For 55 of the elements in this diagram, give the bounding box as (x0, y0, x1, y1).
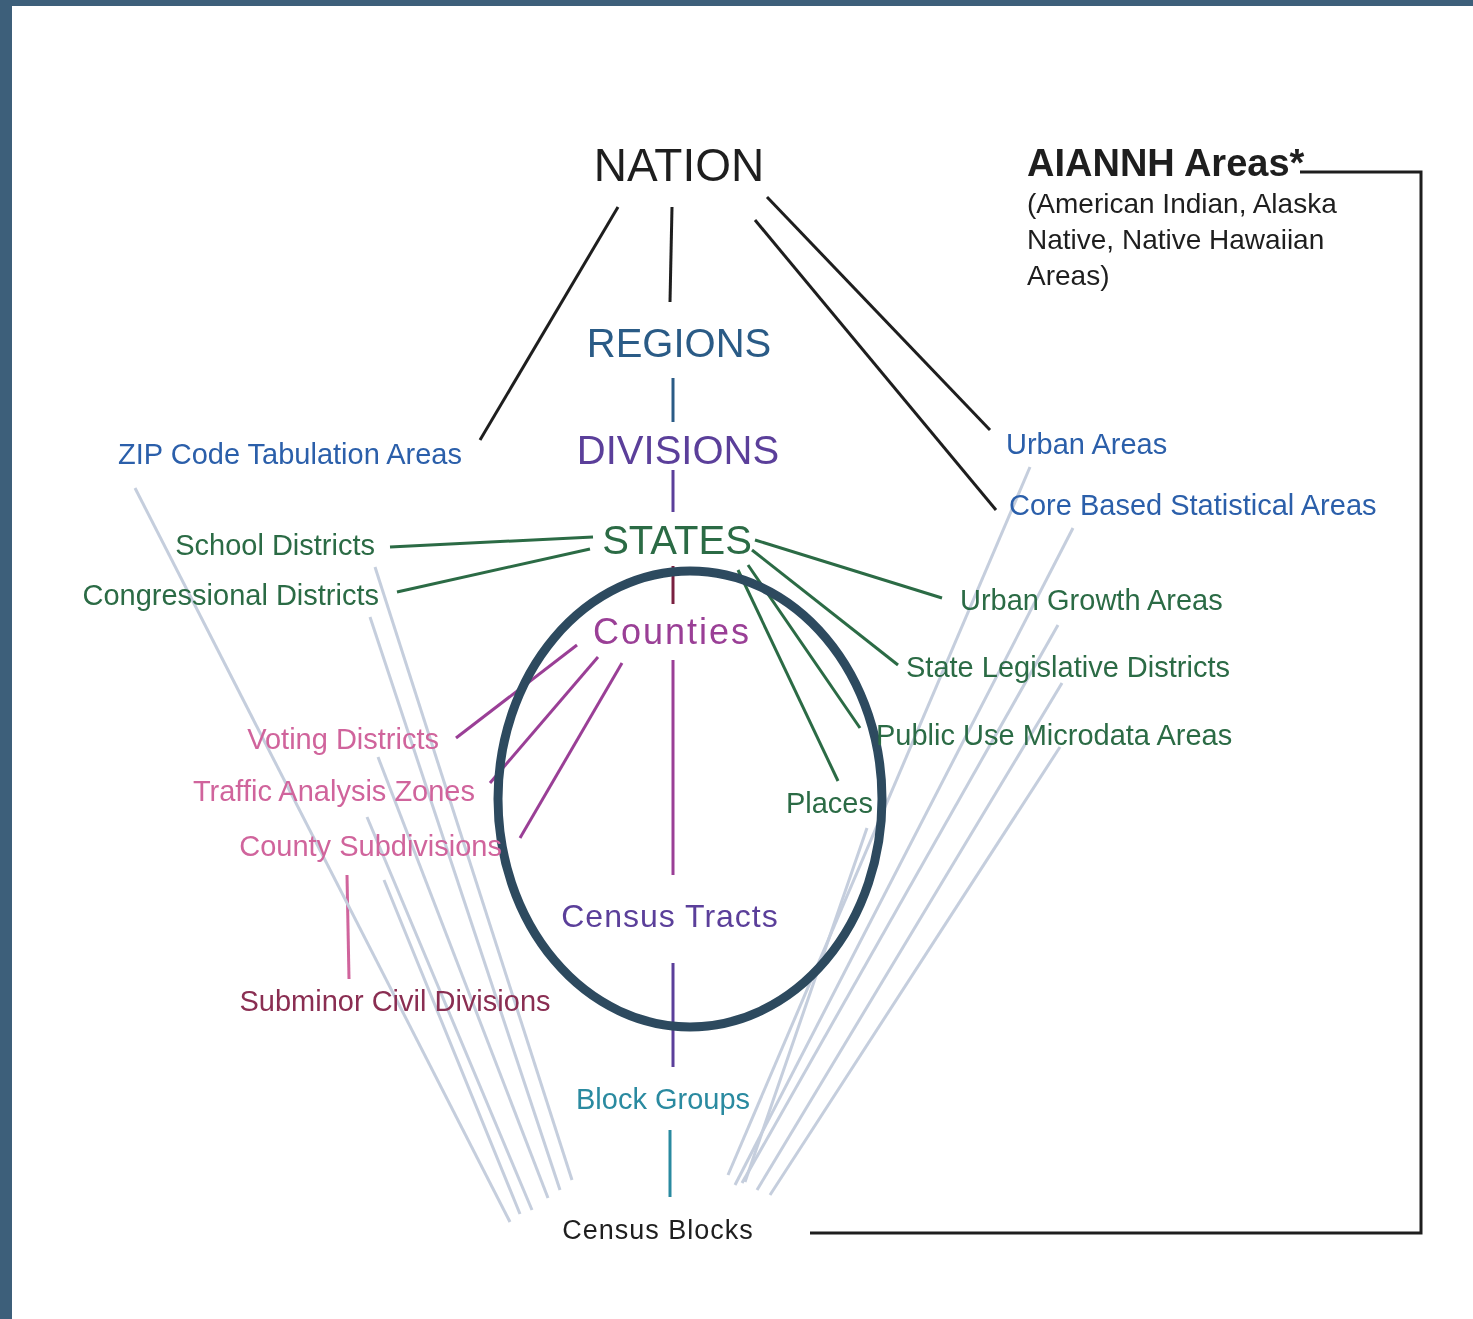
connector-line (736, 569, 840, 782)
level-label: Voting Districts (247, 723, 439, 757)
note-heading: AIANNH Areas* (1027, 142, 1306, 186)
connector-line (753, 219, 998, 511)
level-label: Counties (592, 611, 752, 653)
level-label: Census Blocks (562, 1215, 754, 1247)
level-label: Places (785, 787, 873, 821)
level-label: Subminor Civil Divisions (239, 985, 551, 1019)
level-label: NATION (593, 138, 765, 192)
connector-line (389, 535, 594, 549)
connector-line (373, 566, 574, 1181)
connector-line (455, 643, 578, 740)
connector-line (768, 746, 1062, 1196)
connector-line (133, 487, 512, 1223)
level-label: Urban Areas (1006, 428, 1168, 462)
connector-line (671, 660, 675, 875)
connector-line (668, 206, 674, 303)
connector-line (754, 538, 943, 600)
level-label: Core Based Statistical Areas (1009, 489, 1377, 523)
note-text: (American Indian, Alaska Native, Native Hawaiian Areas) (1027, 186, 1338, 293)
level-label: STATES (602, 517, 752, 563)
level-label: Urban Growth Areas (960, 584, 1223, 618)
level-label: State Legislative Districts (906, 651, 1230, 685)
connector-line (382, 879, 522, 1215)
level-label: ZIP Code Tabulation Areas (118, 438, 462, 472)
level-label: DIVISIONS (576, 427, 780, 473)
connector-line (671, 378, 675, 422)
connector-line (733, 527, 1075, 1186)
connector-line (765, 195, 992, 432)
connector-line (365, 816, 534, 1211)
connector-line (740, 624, 1060, 1184)
level-label: Block Groups (575, 1083, 751, 1117)
level-label: Public Use Microdata Areas (876, 719, 1233, 753)
connector-line (755, 682, 1064, 1191)
connector-line (726, 466, 1032, 1176)
connector-line (746, 564, 862, 729)
connector-line (671, 963, 675, 1067)
level-label: Congressional Districts (82, 579, 379, 613)
level-label: School Districts (175, 529, 375, 563)
connector-line (478, 206, 620, 441)
connector-line (751, 548, 899, 667)
level-label: REGIONS (586, 320, 772, 366)
connector-line (810, 170, 1423, 1235)
connector-line (671, 566, 675, 604)
connector-line (671, 470, 675, 512)
connector-line (345, 874, 351, 980)
connector-line (668, 1130, 672, 1197)
connector-line (368, 616, 562, 1191)
connector-line (743, 827, 869, 1183)
connector-line (518, 662, 624, 839)
connector-line (396, 547, 591, 594)
level-label: Census Tracts (561, 897, 779, 935)
connector-line (488, 656, 600, 784)
connector-line (376, 756, 550, 1199)
level-label: Traffic Analysis Zones (192, 775, 475, 809)
